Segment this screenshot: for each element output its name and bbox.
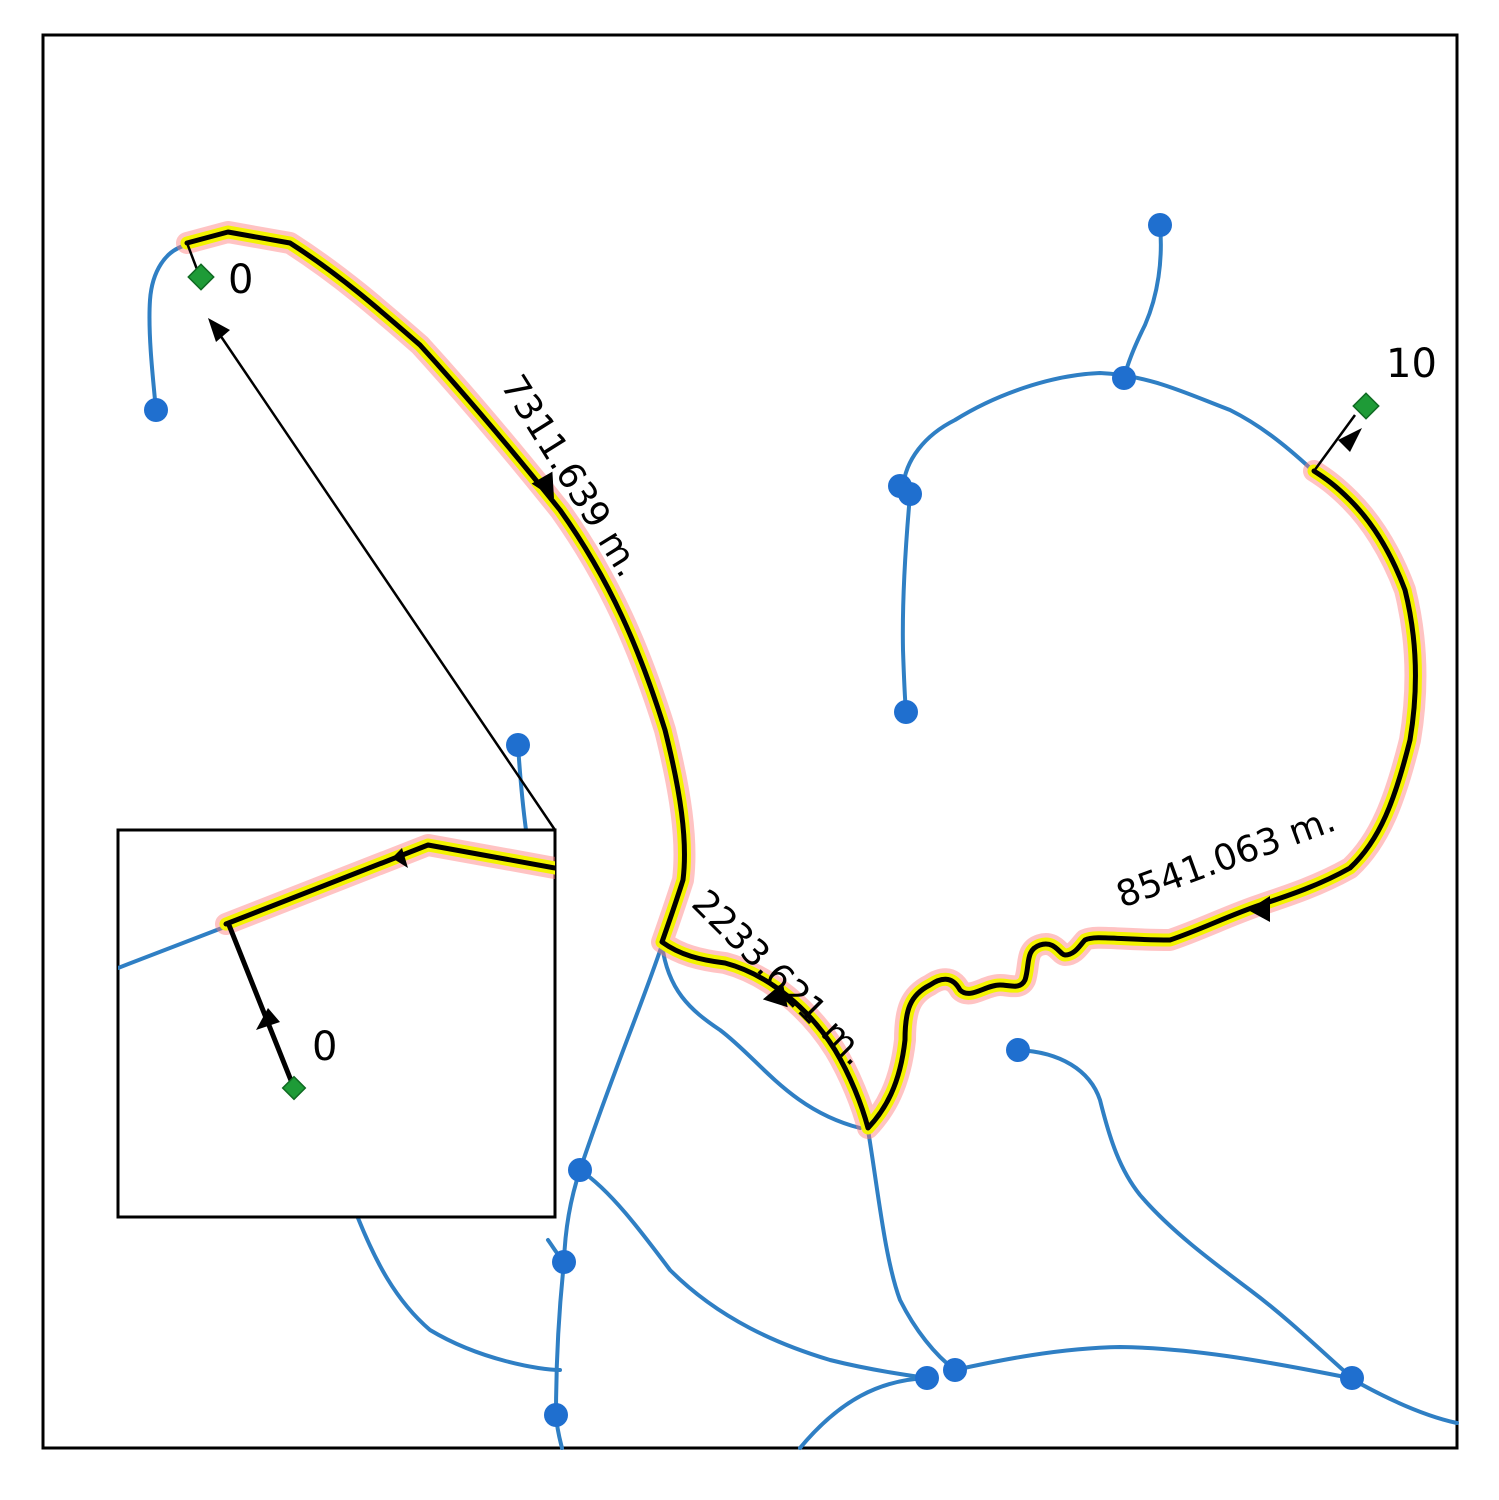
node [1112,366,1136,390]
network-nodes [144,213,1364,1427]
node [915,1366,939,1390]
node [1148,213,1172,237]
route-arrow-3 [1248,896,1270,922]
road-south-left [356,1216,562,1372]
zoom-callout: 0 [116,318,557,1219]
node [898,482,922,506]
route-line [184,229,1418,1131]
road-bottom-east [953,1345,1459,1425]
inset-connector [226,922,297,1091]
node [544,1403,568,1427]
road-bottom-left-curve [798,1376,929,1450]
node [1006,1038,1030,1062]
inset-start-point-label: 0 [312,1024,337,1070]
inset-connector-arrow [256,1008,280,1030]
road-right-stem [900,493,912,714]
end-point-label: 10 [1386,341,1437,387]
route-arrow-1 [531,471,554,499]
road-right-upper-arc [901,371,1312,490]
callout-leader-line [216,331,557,831]
start-point-marker [187,263,215,291]
end-arrow [1338,428,1362,452]
node [506,733,530,757]
end-point-marker [1352,392,1380,420]
node [552,1250,576,1274]
road-right-upper-stem [1122,223,1163,380]
node [568,1158,592,1182]
road-bottom-center [866,1128,957,1372]
inset-start-point-marker [281,1075,307,1101]
node [943,1358,967,1382]
start-point-label: 0 [228,257,253,303]
road-east-branch [1016,1048,1354,1380]
callout-leader-arrowhead [208,318,230,342]
inset-content: 0 [118,834,555,1101]
inset-route-arrow [392,848,408,868]
node [144,398,168,422]
route [176,221,1427,1139]
road-top-left [147,243,189,412]
node [894,700,918,724]
route-arrow-2 [762,982,788,1008]
road-south-diagonal [578,1168,929,1380]
node [1340,1366,1364,1390]
road-junction-fork [660,943,862,1130]
inset-frame [116,828,557,1219]
inset-road [118,926,224,970]
inset-route-line [223,842,555,927]
end-connector [1312,414,1357,472]
start-connector [185,242,200,273]
